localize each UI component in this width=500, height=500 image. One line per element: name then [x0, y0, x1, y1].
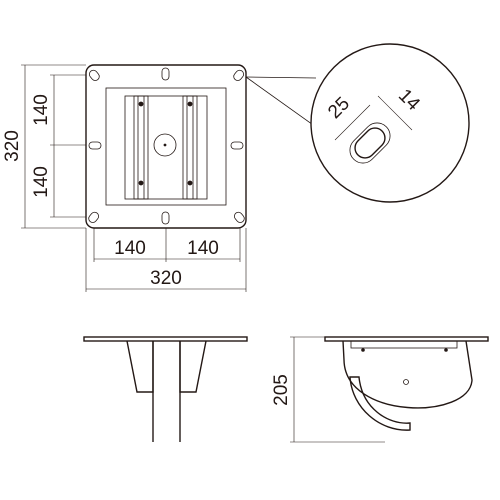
recessed-panel	[124, 95, 208, 200]
dim-overall-height: 320	[2, 130, 23, 162]
right-rail	[182, 95, 198, 200]
side-plate	[324, 336, 489, 342]
mounting-plate	[85, 64, 247, 229]
front-bracket	[126, 340, 154, 393]
horizontal-dimensions	[85, 228, 247, 292]
slot-detail: 25 14	[245, 43, 470, 203]
side-bracket	[342, 340, 473, 409]
front-plate	[83, 336, 248, 342]
dim-height-upper: 140	[31, 94, 52, 126]
dim-side-height: 205	[271, 374, 292, 406]
dim-width-left: 140	[114, 238, 146, 259]
left-rail	[133, 95, 149, 200]
top-view: 140 140 320 140 140 320	[2, 64, 247, 292]
detail-circle	[310, 43, 470, 203]
front-view	[83, 336, 248, 442]
side-view: 205	[271, 336, 489, 443]
mounting-slots	[88, 67, 245, 225]
side-arc-slot	[349, 376, 411, 431]
dim-width-right: 140	[187, 238, 219, 259]
vertical-dimensions	[21, 64, 86, 229]
inner-frame	[105, 87, 227, 206]
detail-slot	[354, 127, 386, 159]
dim-height-lower: 140	[31, 166, 52, 198]
center-hole	[153, 133, 177, 157]
dim-overall-width: 320	[150, 268, 182, 289]
